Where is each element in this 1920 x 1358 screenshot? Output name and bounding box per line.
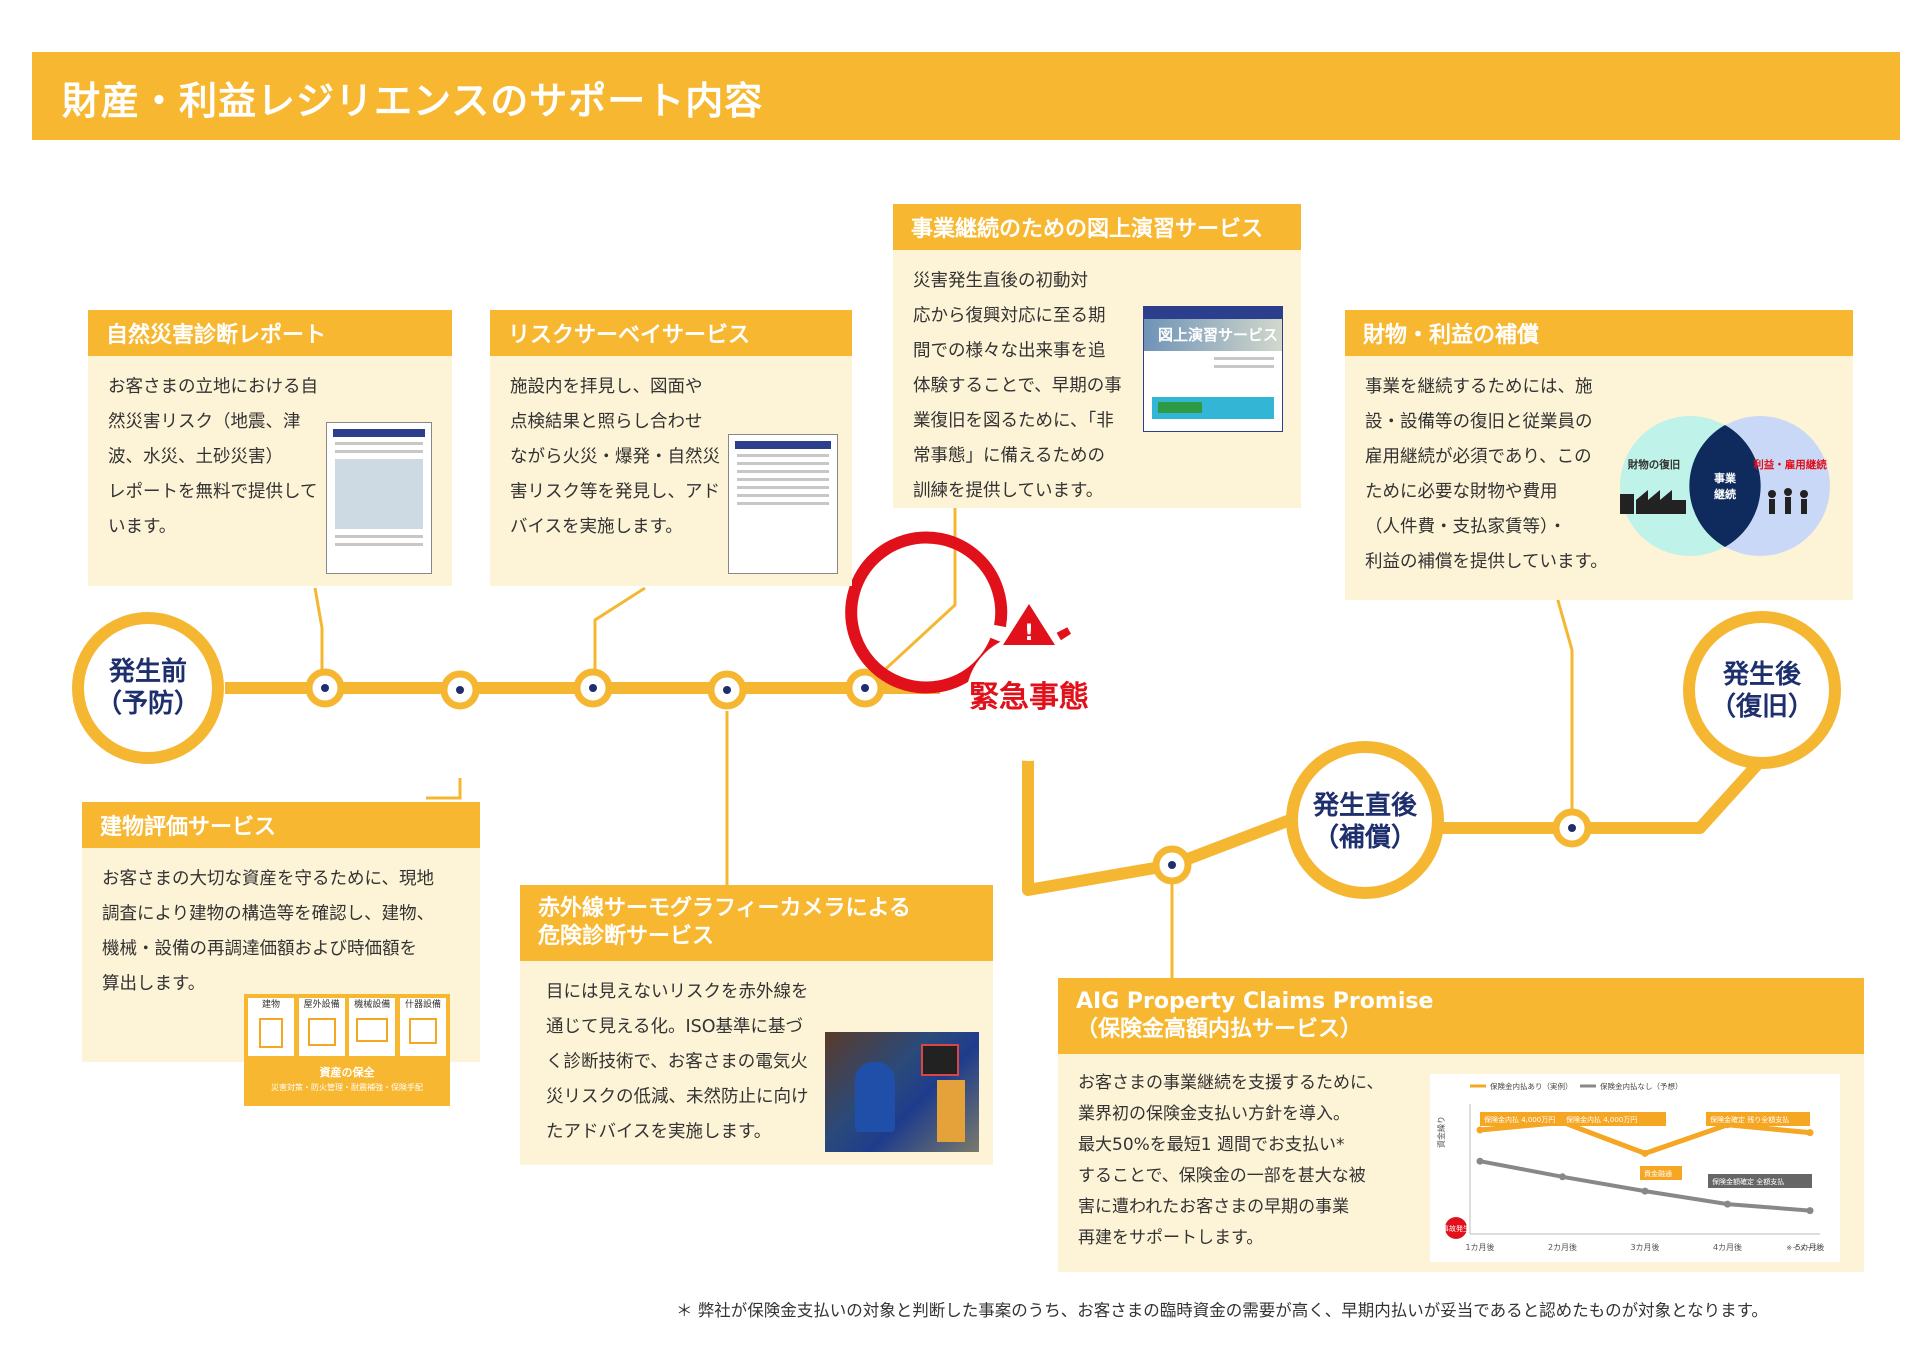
building-icon [259,1018,283,1048]
connector-compensation [1553,589,1574,828]
thermography-photo [825,1032,979,1152]
phase-immediately-sub: （補償） [1313,823,1417,853]
chart-callout-label: 保険金額確定 全額支払 [1712,1177,1784,1186]
card-text: 目には見えないリスクを赤外線を 通じて見える化。ISO基準に基づ く診断技術で、… [546,982,809,1142]
x-tick-label: 3カ月後 [1630,1242,1659,1252]
card-title: 財物・利益の補償 [1345,310,1853,356]
phase-before-sub: （予防） [96,689,200,719]
card-title-line2: （保険金高額内払サービス） [1076,1017,1363,1042]
card-title: 自然災害診断レポート [88,310,452,356]
footnote: ＊ 弊社が保険金支払いの対象と判断した事案のうち、お客さまの臨時資金の需要が高く… [676,1301,1768,1320]
phase-immediately: 発生直後 （補償） [1286,741,1444,899]
phase-immediately-title: 発生直後 [1312,790,1418,821]
card-property-profit-compensation: 財物・利益の補償 事業を継続するためには、施 設・設備等の復旧と従業員の 雇用継… [1345,310,1853,600]
card-text: 災害発生直後の初動対 応から復興対応に至る期 間での様々な出来事を追 体験するこ… [913,271,1122,501]
chart-callout-label: 保険金内払 4,000万円 [1566,1115,1637,1124]
chart-callout-box [1562,1112,1666,1126]
asset-machine: 機械設備 [349,998,396,1056]
card-natural-disaster-report: 自然災害診断レポート お客さまの立地における自 然災害リスク（地震、津 波、水災… [88,310,452,586]
report-thumbnail [326,422,432,574]
connector-exercise [863,505,957,690]
timeline-nodes [305,668,1592,885]
x-tick-label: 1カ月後 [1465,1242,1494,1252]
asset-label: 資産の保全 [319,1066,375,1079]
chart-callout-label: 資金融通 [1644,1169,1672,1178]
legend-label: 保険金内払なし（予想） [1600,1081,1683,1091]
phase-before: 発生前 （予防） [72,612,224,764]
card-text: お客さまの事業継続を支援するために、 業界初の保険金支払い方針を導入。 最大50… [1078,1073,1384,1248]
phase-emergency-label: 緊急事態 [969,680,1089,715]
people-icon [1768,488,1808,514]
card-title: 建物評価サービス [82,802,480,848]
connector-survey [593,586,646,688]
page-title: 財産・利益レジリエンスのサポート内容 [62,79,764,123]
asset-building: 建物 [248,998,294,1056]
claims-chart: 資金繰り 保険金内払あり（実例） 保険金内払なし（予想） 1カ月後 2カ月後 3カ月後 4カ… [1430,1074,1840,1262]
chart-y-label: 資金繰り [1436,1116,1446,1148]
chart-callout-box [1708,1174,1812,1188]
card-tabletop-exercise: 事業継続のための図上演習サービス 災害発生直後の初動対 応から復興対応に至る期 … [893,204,1301,508]
card-building-evaluation: 建物評価サービス お客さまの大切な資産を守るために、現地 調査により建物の構造等… [82,802,480,1106]
start-label: 事故発生 [1442,1224,1470,1233]
series-point [1559,1173,1566,1181]
header-banner: 財産・利益レジリエンスのサポート内容 [32,52,1900,140]
chart-callout-box [1640,1166,1682,1180]
alert-icon [1003,604,1055,645]
series-point [1641,1187,1649,1195]
card-text: 事業を継続するためには、施 設・設備等の復旧と従業員の 雇用継続が必須であり、こ… [1365,377,1608,572]
series-point [1806,1129,1814,1137]
legend-label: 保険金内払あり（実例） [1490,1081,1573,1091]
series-point [1641,1149,1649,1157]
card-aig-claims-promise: AIG Property Claims Promise （保険金高額内払サービス… [1058,978,1864,1272]
exercise-thumbnail: 図上演習サービス [1143,306,1283,432]
card-text: お客さまの大切な資産を守るために、現地 調査により建物の構造等を確認し、建物、 … [102,869,435,994]
card-risk-survey: リスクサーベイサービス 施設内を拝見し、図面や 点検結果と照らし合わせ ながら火… [490,310,852,586]
survey-thumbnail [728,434,838,574]
tank-icon [307,1018,336,1046]
machine-icon [356,1018,389,1042]
asset-sub-label: 災害対策・防火管理・耐震補強・保険手配 [271,1083,423,1092]
chart-callout-box [1706,1112,1810,1126]
asset-outdoor: 屋外設備 [298,998,345,1056]
series-line [1479,1119,1811,1157]
series-point [1724,1200,1731,1208]
venn-diagram: 財物の復旧 事業 継続 利益・雇用継続 [1620,416,1830,556]
card-text: お客さまの立地における自 然災害リスク（地震、津 波、水災、土砂災害） レポート… [108,377,318,537]
series-point [1806,1207,1814,1215]
chart-callout-box [1480,1112,1584,1126]
series-point [1476,1126,1484,1134]
card-title: 事業継続のための図上演習サービス [893,204,1301,250]
venn-center-label1: 事業 [1714,471,1737,485]
x-tick-label: 4カ月後 [1713,1242,1742,1252]
card-title: リスクサーベイサービス [490,310,852,356]
venn-right-label: 利益・雇用継続 [1753,458,1827,471]
exercise-thumbnail-title: 図上演習サービス [1144,319,1282,351]
card-title: 赤外線サーモグラフィーカメラによる [538,896,911,921]
asset-icons-panel: 建物 屋外設備 機械設備 什器設備 資産の保全 災害対策・防火管理・耐震補強・保… [244,994,450,1106]
chart-callout-label: 保険金確定 残り全額支払 [1710,1115,1789,1124]
chart-note: ※イメージ [1786,1244,1820,1252]
card-title-line2: 危険診断サービス [538,924,715,949]
connector-building [426,778,462,800]
series-point [1476,1157,1484,1165]
start-badge [1445,1217,1467,1239]
x-tick-label: 2カ月後 [1548,1242,1577,1252]
phase-emergency: ! 緊急事態 [845,531,1092,761]
card-text: 施設内を拝見し、図面や 点検結果と照らし合わせ ながら火災・爆発・自然災 害リス… [510,377,720,537]
phase-after-sub: （復旧） [1710,691,1814,722]
fixture-icon [408,1018,437,1044]
asset-fixture: 什器設備 [399,998,446,1056]
alert-mark: ! [1024,621,1034,646]
venn-left-label: 財物の復旧 [1627,458,1681,471]
card-thermography-diagnosis: 赤外線サーモグラフィーカメラによる 危険診断サービス 目には見えないリスクを赤外… [520,885,993,1165]
phase-after: 発生後 （復旧） [1683,611,1841,769]
phase-before-title: 発生前 [108,656,187,687]
x-tick-label: 5カ月後 [1795,1242,1824,1252]
phase-after-title: 発生後 [1722,659,1802,690]
chart-callout-label: 保険金内払 4,000万円 [1484,1115,1555,1124]
factory-icon [1620,490,1686,514]
venn-center-label2: 継続 [1714,487,1736,501]
card-title: AIG Property Claims Promise [1076,989,1434,1014]
